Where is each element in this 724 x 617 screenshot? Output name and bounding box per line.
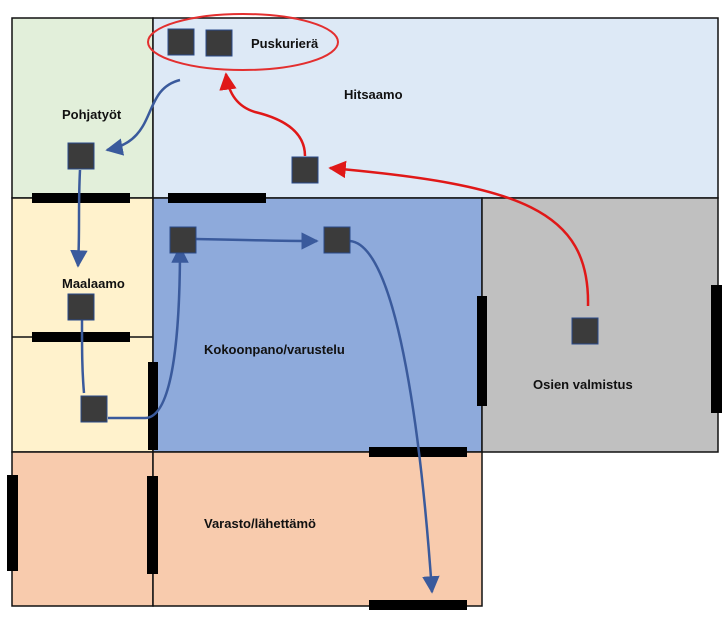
door	[168, 193, 266, 203]
buffer-outline	[147, 13, 339, 71]
room-osien-valmistus	[481, 197, 719, 453]
flow-arrows	[70, 72, 590, 594]
station-buffer-1	[167, 28, 195, 56]
room-label-pohjatyot: Pohjatyöt	[62, 107, 122, 122]
room-hitsaamo	[152, 17, 719, 199]
station-buffer-2	[205, 29, 233, 57]
station-maalaamo	[67, 293, 95, 321]
flow-arrow-blue	[70, 169, 88, 268]
station-maalaamo-lower	[80, 395, 108, 423]
flow-arrow-blue	[80, 319, 86, 394]
door	[148, 362, 158, 450]
buffer-label: Puskurierä	[251, 36, 319, 51]
station-pohjatyot	[67, 142, 95, 170]
flow-arrow-red	[328, 160, 590, 307]
flow-arrow-red	[219, 72, 307, 157]
flow-arrow-blue	[349, 239, 440, 594]
door	[7, 475, 18, 571]
station-osien-valmistus	[571, 317, 599, 345]
room-label-osien-valmistus: Osien valmistus	[533, 377, 633, 392]
flow-arrow-blue	[105, 78, 181, 156]
flow-arrow-blue	[108, 245, 189, 420]
station-hitsaamo	[291, 156, 319, 184]
door	[32, 193, 130, 203]
door	[477, 296, 487, 406]
room-varasto-left	[11, 451, 154, 607]
station-kokoonpano-2	[323, 226, 351, 254]
door	[147, 476, 158, 574]
room-kokoonpano	[152, 197, 483, 453]
room-label-hitsaamo: Hitsaamo	[344, 87, 403, 102]
flow-arrow-blue	[195, 232, 319, 250]
stations	[67, 28, 599, 423]
door	[369, 600, 467, 610]
room-label-varasto: Varasto/lähettämö	[204, 516, 316, 531]
door	[711, 285, 722, 413]
room-varasto	[152, 451, 483, 607]
station-kokoonpano-1	[169, 226, 197, 254]
room-label-kokoonpano: Kokoonpano/varustelu	[204, 342, 345, 357]
room-label-maalaamo: Maalaamo	[62, 276, 125, 291]
